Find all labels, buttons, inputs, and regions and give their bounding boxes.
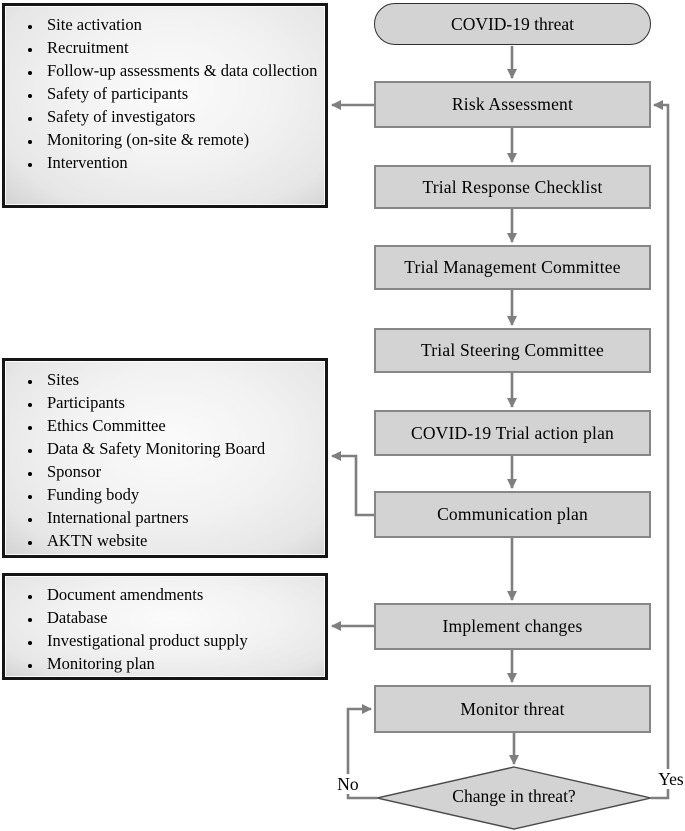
node-trial-management-committee: Trial Management Committee: [374, 245, 651, 290]
node-monitor-threat: Monitor threat: [374, 685, 651, 733]
node-implement-changes: Implement changes: [374, 603, 651, 650]
risk-areas-box: Site activation Recruitment Follow-up as…: [2, 3, 328, 208]
list-item: Follow-up assessments & data collection: [42, 59, 319, 82]
list-item: Recruitment: [42, 36, 319, 59]
list-item: Monitoring plan: [42, 652, 319, 675]
node-risk-assessment-label: Risk Assessment: [451, 94, 574, 114]
node-trial-response-checklist-label: Trial Response Checklist: [422, 176, 603, 197]
list-item: Document amendments: [42, 583, 319, 606]
list-item: Sites: [42, 368, 319, 391]
list-item: International partners: [42, 506, 319, 529]
decision-label: Change in threat?: [452, 786, 576, 806]
list-item: Safety of investigators: [42, 105, 319, 128]
list-item: Safety of participants: [42, 82, 319, 105]
node-communication-plan-label: Communication plan: [437, 504, 588, 524]
arrow-yes-loop: [651, 100, 670, 800]
branch-label-yes: Yes: [651, 769, 685, 789]
arrow-communication-to-stakeholders-box: [331, 451, 374, 517]
list-item: Investigational product supply: [42, 629, 319, 652]
node-trial-management-committee-label: Trial Management Committee: [404, 257, 621, 277]
node-implement-changes-label: Implement changes: [442, 616, 583, 636]
node-covid-trial-action-plan: COVID-19 Trial action plan: [374, 410, 651, 456]
list-item: AKTN website: [42, 529, 319, 552]
change-targets-list: Document amendments Database Investigati…: [5, 576, 325, 675]
decision-diamond: [376, 766, 652, 830]
arrow-no-loop: [346, 704, 377, 800]
change-targets-box: Document amendments Database Investigati…: [2, 573, 328, 680]
list-item: Monitoring (on-site & remote): [42, 128, 319, 151]
node-monitor-threat-label: Monitor threat: [460, 698, 565, 719]
node-covid-threat: COVID-19 threat: [374, 3, 651, 45]
list-item: Ethics Committee: [42, 414, 319, 437]
branch-label-no: No: [329, 774, 367, 794]
list-item: Intervention: [42, 151, 319, 174]
node-covid-threat-label: COVID-19 threat: [451, 13, 574, 34]
list-item: Sponsor: [42, 460, 319, 483]
node-trial-steering-committee-label: Trial Steering Committee: [420, 340, 605, 360]
node-communication-plan: Communication plan: [374, 491, 651, 538]
node-covid-trial-action-plan-label: COVID-19 Trial action plan: [410, 422, 615, 443]
node-trial-response-checklist: Trial Response Checklist: [374, 165, 651, 209]
risk-areas-list: Site activation Recruitment Follow-up as…: [5, 6, 325, 174]
node-risk-assessment: Risk Assessment: [374, 81, 651, 128]
stakeholders-box: Sites Participants Ethics Committee Data…: [2, 358, 328, 558]
list-item: Participants: [42, 391, 319, 414]
list-item: Database: [42, 606, 319, 629]
list-item: Site activation: [42, 13, 319, 36]
stakeholders-list: Sites Participants Ethics Committee Data…: [5, 361, 325, 552]
list-item: Data & Safety Monitoring Board: [42, 437, 319, 460]
node-trial-steering-committee: Trial Steering Committee: [374, 328, 651, 373]
list-item: Funding body: [42, 483, 319, 506]
